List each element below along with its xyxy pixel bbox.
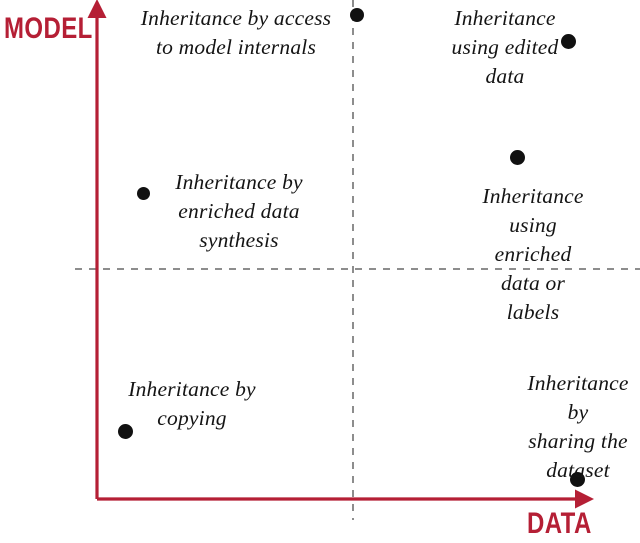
- data-point-label-inheritance-by-enriched-data-synthesis: Inheritance by enriched data synthesis: [175, 170, 303, 252]
- data-point-label-inheritance-using-edited-data: Inheritance using edited data: [451, 6, 559, 88]
- data-point-label-inheritance-by-copying: Inheritance by copying: [128, 377, 256, 430]
- y-axis-title: MODEL: [4, 12, 93, 45]
- data-point-dot-1[interactable]: [350, 8, 364, 22]
- data-point-dot-6[interactable]: [569, 471, 585, 487]
- data-point-dot-3[interactable]: [136, 186, 150, 200]
- data-point-label-inheritance-by-sharing-the-dataset: Inheritance by sharing the dataset: [527, 371, 629, 482]
- data-point-dot-2[interactable]: [560, 33, 576, 49]
- data-point-dot-5[interactable]: [117, 423, 133, 439]
- data-point-label-inheritance-using-enriched-data-or-labels: Inheritance using enriched data or label…: [482, 184, 584, 324]
- x-axis-title: DATA: [527, 507, 592, 540]
- data-point-label-inheritance-by-access-to-model-internals: Inheritance by access to model internals: [140, 6, 332, 59]
- data-point-dot-4[interactable]: [509, 149, 525, 165]
